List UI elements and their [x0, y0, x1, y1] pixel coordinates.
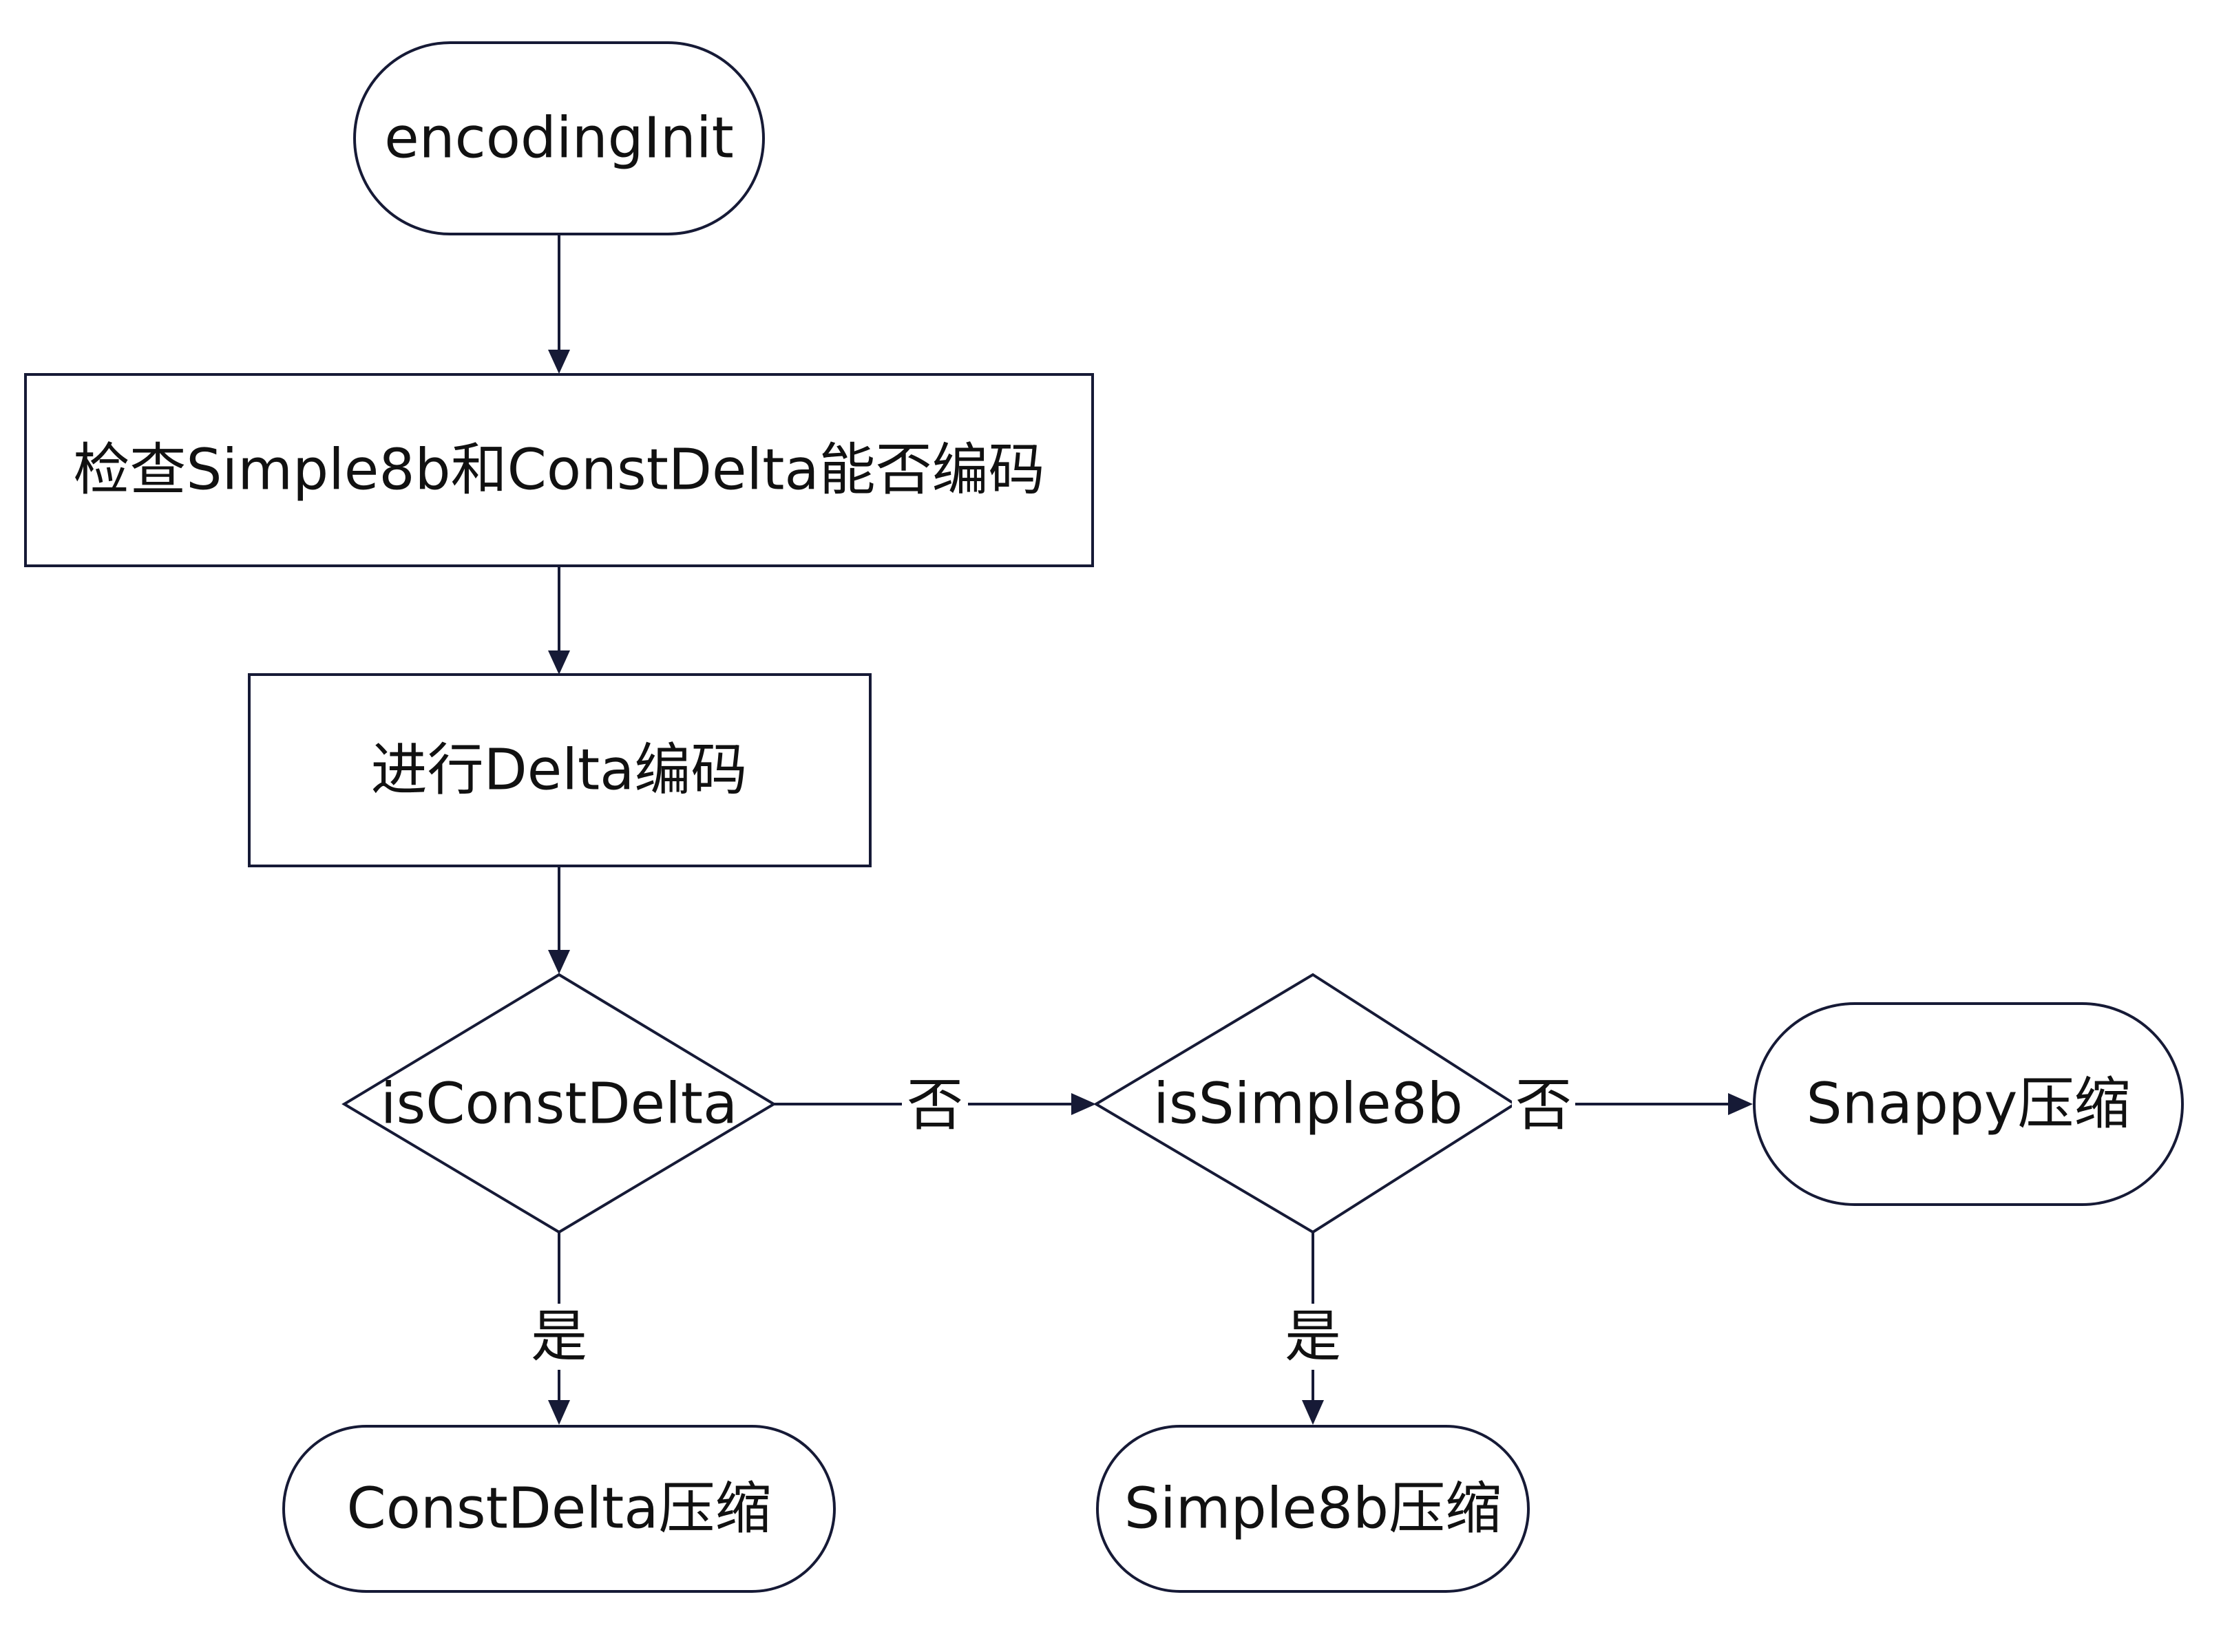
arrowhead-issimple8b-to-snappy: [1728, 1093, 1753, 1115]
edge-label-const-yes-text: 是: [531, 1304, 587, 1370]
edge-label-simple-no: 否: [1512, 1071, 1575, 1139]
terminal-shape: [1096, 1425, 1530, 1593]
edge-label-const-yes: 是: [526, 1304, 592, 1370]
edge-label-simple-no-text: 否: [1515, 1073, 1572, 1139]
node-delta[interactable]: 进行Delta编码: [248, 673, 872, 867]
decision-shape: [341, 973, 777, 1234]
arrowhead-check-to-delta: [548, 650, 570, 675]
node-check[interactable]: 检查Simple8b和ConstDelta能否编码: [24, 373, 1094, 567]
process-shape: [248, 673, 872, 867]
nodes: encodingInit 检查Simple8b和ConstDelta能否编码 进…: [24, 41, 2184, 1593]
arrowhead-start-to-check: [548, 350, 570, 374]
edge-label-simple-yes: 是: [1280, 1304, 1346, 1370]
node-snappy[interactable]: Snappy压缩: [1753, 1002, 2184, 1206]
edge-label-const-no-text: 否: [907, 1073, 963, 1139]
arrowhead-issimple8b-to-simple8b: [1302, 1400, 1324, 1425]
node-issimple8b-label: isSimple8b: [1153, 1072, 1463, 1137]
label-background: [1280, 1304, 1346, 1370]
node-encodinginit[interactable]: encodingInit: [353, 41, 765, 235]
node-simple8b-compress[interactable]: Simple8b压缩: [1096, 1425, 1530, 1593]
process-shape: [24, 373, 1094, 567]
node-check-label: 检查Simple8b和ConstDelta能否编码: [73, 438, 1044, 503]
terminal-shape: [1753, 1002, 2184, 1206]
node-constdelta-compress-label: ConstDelta压缩: [346, 1476, 771, 1542]
node-issimple8b[interactable]: isSimple8b: [1093, 973, 1517, 1234]
edge-label-const-no: 否: [902, 1071, 968, 1139]
arrowhead-isconstdelta-to-issimple8b: [1071, 1093, 1096, 1115]
terminal-shape: [353, 41, 765, 235]
node-encodinginit-label: encodingInit: [384, 106, 734, 171]
label-background: [902, 1071, 968, 1137]
node-isconstdelta[interactable]: isConstDelta: [341, 973, 777, 1234]
decision-shape: [1093, 973, 1517, 1234]
arrowhead-isconstdelta-to-constdelta: [548, 1400, 570, 1425]
node-snappy-label: Snappy压缩: [1807, 1072, 2131, 1137]
edge-labels: 否 否 是 是: [526, 1071, 1575, 1370]
edge-label-simple-yes-text: 是: [1285, 1304, 1341, 1370]
label-background: [1512, 1071, 1575, 1137]
node-isconstdelta-label: isConstDelta: [381, 1072, 738, 1137]
node-constdelta-compress[interactable]: ConstDelta压缩: [282, 1425, 836, 1593]
node-simple8b-compress-label: Simple8b压缩: [1124, 1476, 1502, 1542]
terminal-shape: [282, 1425, 836, 1593]
arrowhead-delta-to-isconstdelta: [548, 950, 570, 974]
label-background: [526, 1304, 592, 1370]
node-delta-label: 进行Delta编码: [371, 738, 748, 803]
